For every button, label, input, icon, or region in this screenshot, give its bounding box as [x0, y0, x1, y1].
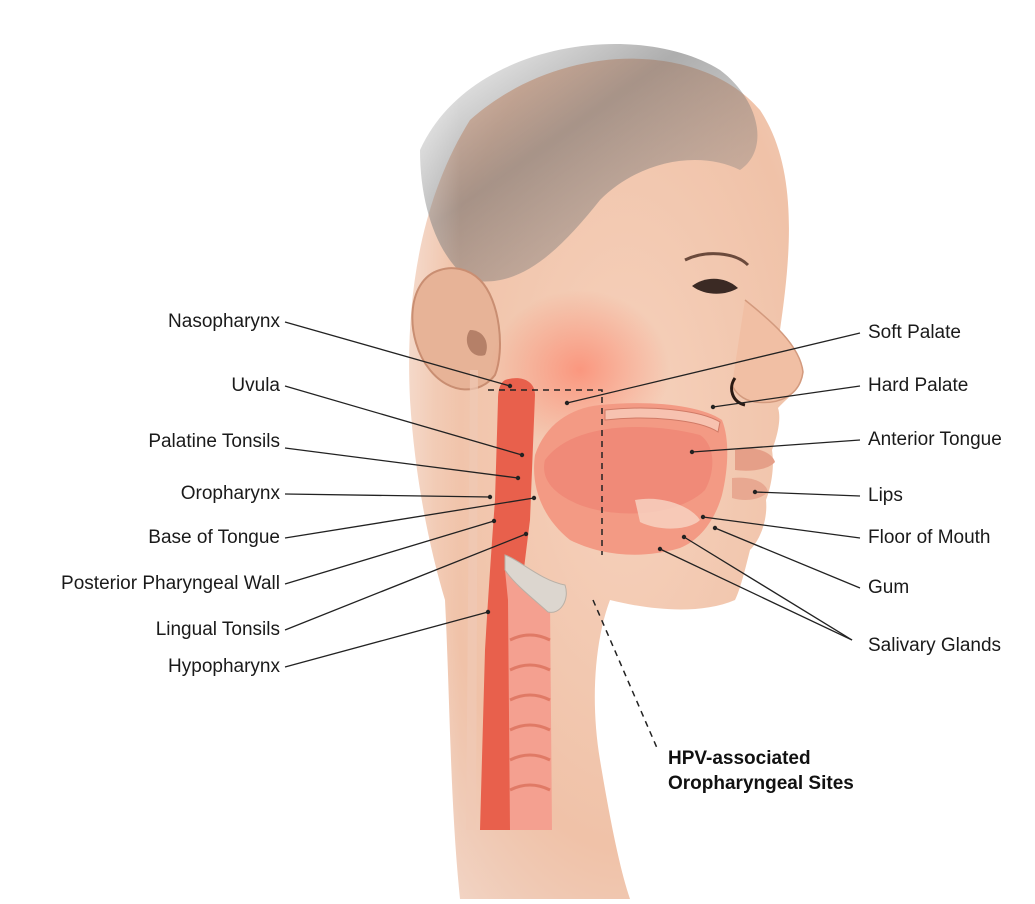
label-hypopharynx: Hypopharynx: [168, 656, 280, 678]
label-palatine-tonsils: Palatine Tonsils: [148, 431, 280, 453]
label-gum: Gum: [868, 577, 909, 599]
label-hard-palate: Hard Palate: [868, 375, 968, 397]
label-salivary-glands: Salivary Glands: [868, 635, 1001, 657]
label-lips: Lips: [868, 485, 903, 507]
label-floor-of-mouth: Floor of Mouth: [868, 527, 991, 549]
label-soft-palate: Soft Palate: [868, 322, 961, 344]
label-oropharynx: Oropharynx: [181, 483, 280, 505]
label-posterior-pharyngeal-wall: Posterior Pharyngeal Wall: [61, 573, 280, 595]
label-nasopharynx: Nasopharynx: [168, 311, 280, 333]
label-base-of-tongue: Base of Tongue: [148, 527, 280, 549]
label-lingual-tonsils: Lingual Tonsils: [156, 619, 280, 641]
hpv-callout: HPV-associated Oropharyngeal Sites: [668, 746, 854, 796]
hpv-callout-line1: HPV-associated: [668, 746, 854, 771]
label-anterior-tongue: Anterior Tongue: [868, 429, 1002, 451]
label-uvula: Uvula: [231, 375, 280, 397]
hpv-callout-line2: Oropharyngeal Sites: [668, 771, 854, 796]
